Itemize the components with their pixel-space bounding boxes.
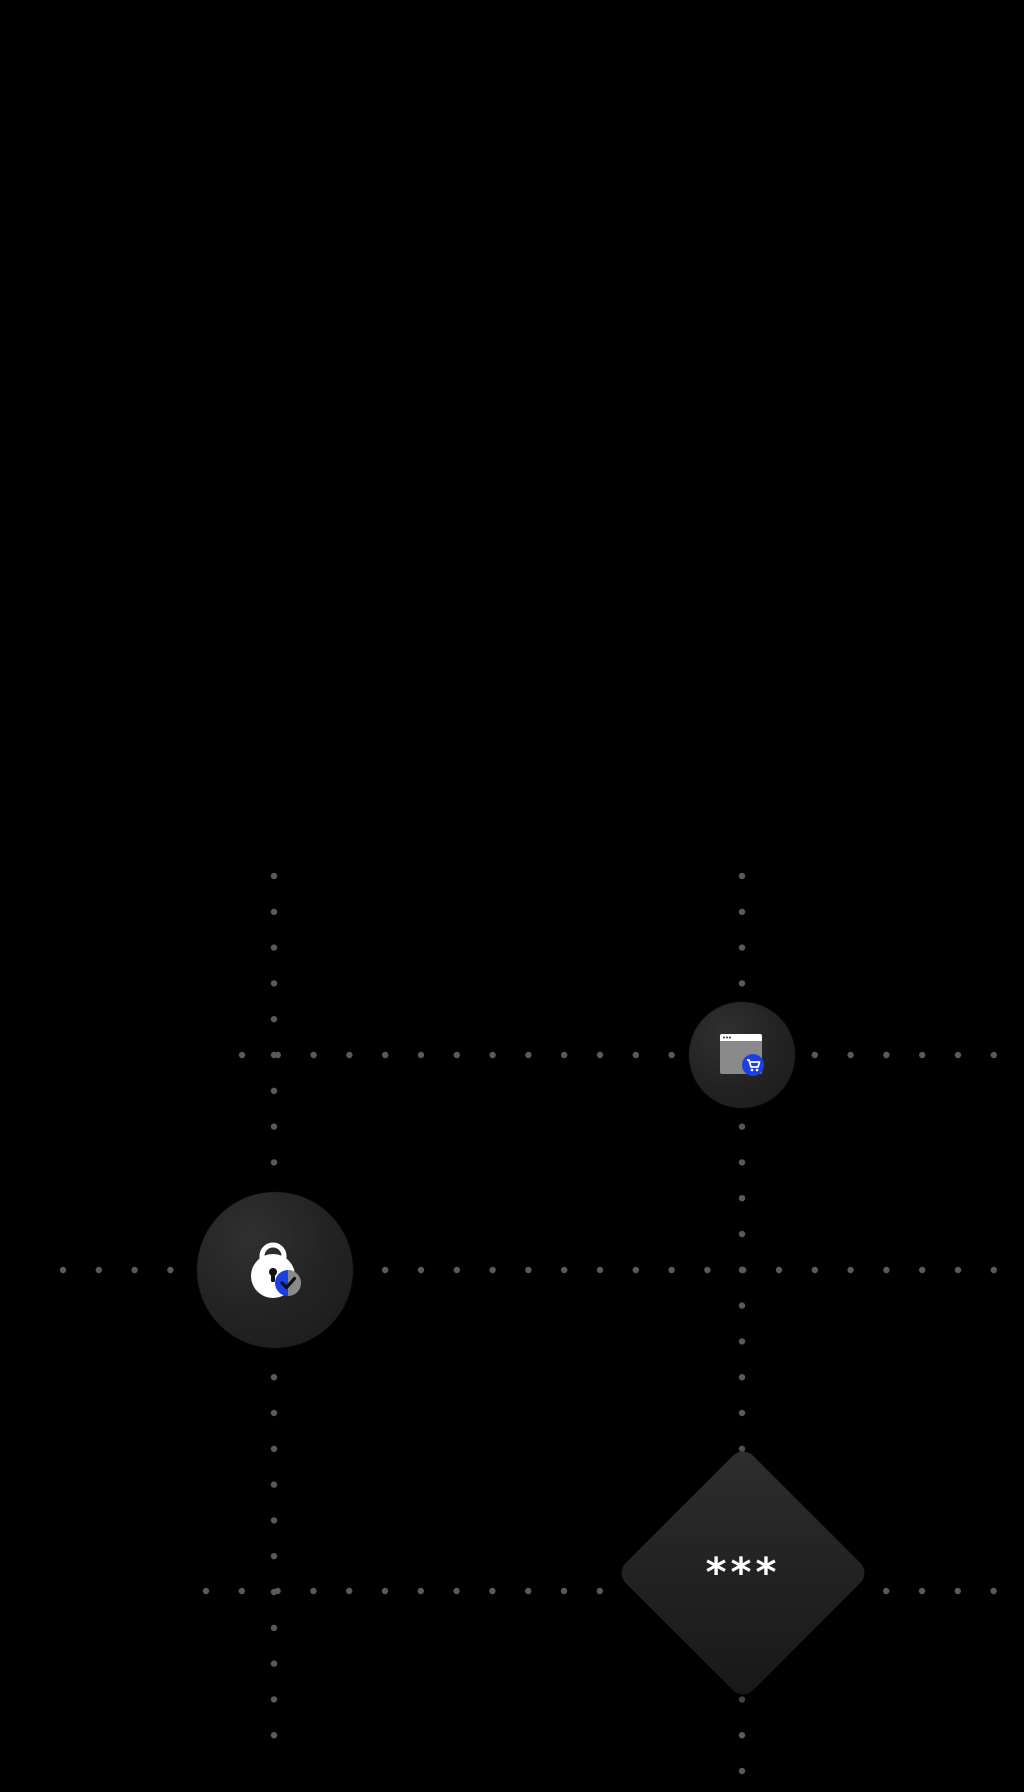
password-asterisks-icon: *** (705, 1550, 781, 1596)
grid-dot (270, 1087, 278, 1095)
grid-dot (596, 1587, 603, 1595)
grid-dot (453, 1266, 460, 1274)
grid-dot (811, 1051, 818, 1059)
grid-dot (131, 1266, 138, 1274)
grid-dot (489, 1051, 496, 1059)
grid-dot (738, 1230, 746, 1238)
grid-dot (738, 1767, 746, 1775)
grid-dot (270, 1588, 278, 1596)
grid-dot (525, 1587, 532, 1595)
grid-dot (632, 1266, 639, 1274)
grid-dot (238, 1051, 246, 1059)
grid-dot (346, 1587, 353, 1595)
grid-dot (310, 1587, 317, 1595)
grid-dot (738, 908, 746, 915)
grid-dot (775, 1266, 783, 1274)
grid-dot (883, 1051, 890, 1059)
grid-dot (270, 1409, 278, 1417)
grid-dot (811, 1266, 818, 1274)
grid-dot (668, 1266, 675, 1274)
padlock-check-icon (251, 1242, 301, 1298)
grid-dot (381, 1587, 389, 1595)
grid-dot (346, 1051, 353, 1059)
grid-dot (453, 1587, 460, 1595)
grid-dot (238, 1587, 245, 1595)
grid-dot (167, 1266, 174, 1274)
grid-dot (704, 1266, 711, 1274)
grid-dot (270, 1481, 278, 1488)
grid-dot (596, 1051, 604, 1059)
grid-dot (847, 1051, 854, 1059)
grid-dot (738, 1696, 746, 1703)
grid-dot (310, 1051, 317, 1059)
grid-dot (738, 1123, 746, 1130)
grid-dot (596, 1266, 604, 1274)
grid-dot (270, 1660, 278, 1667)
grid-dot (59, 1266, 67, 1274)
grid-dot (417, 1266, 425, 1274)
grid-dot (202, 1587, 210, 1595)
grid-dot (918, 1587, 926, 1595)
grid-dot (883, 1587, 890, 1595)
grid-dot (738, 1302, 746, 1309)
grid-dot (270, 1553, 278, 1560)
grid-dot (270, 1374, 278, 1381)
grid-dot (990, 1587, 997, 1595)
grid-dot (270, 1517, 278, 1524)
grid-dot (270, 980, 278, 987)
grid-dot (270, 1732, 278, 1739)
grid-dot (738, 872, 746, 880)
grid-dot (738, 1195, 746, 1202)
grid-dot (738, 1159, 746, 1166)
grid-dot (738, 1338, 746, 1345)
grid-dot (738, 1374, 746, 1381)
password-node[interactable]: *** (615, 1445, 871, 1701)
grid-dot (560, 1587, 568, 1595)
grid-dot (847, 1266, 854, 1274)
cart-window-node[interactable] (689, 1002, 795, 1108)
grid-dot (738, 944, 746, 951)
grid-dot (561, 1266, 568, 1274)
grid-dot (990, 1051, 997, 1059)
grid-dot (525, 1266, 532, 1274)
grid-dot (95, 1266, 103, 1274)
grid-dot (270, 1159, 278, 1166)
grid-dot (453, 1051, 460, 1059)
browser-cart-icon (720, 1034, 764, 1076)
grid-dot (561, 1051, 568, 1059)
grid-dot (270, 872, 278, 880)
grid-dot (489, 1266, 496, 1274)
grid-dot (954, 1266, 962, 1274)
grid-dot (270, 1016, 278, 1023)
grid-dot (883, 1266, 890, 1274)
grid-dot (990, 1266, 997, 1274)
grid-dot (270, 1051, 278, 1059)
grid-dot (738, 980, 746, 987)
secure-lock-node[interactable] (197, 1192, 353, 1348)
grid-dot (954, 1587, 961, 1595)
grid-dot (270, 1445, 278, 1453)
grid-dot (525, 1051, 532, 1059)
grid-dot (270, 1696, 278, 1703)
grid-dot (270, 1123, 278, 1130)
grid-dot (738, 1409, 746, 1417)
grid-dot (919, 1051, 926, 1059)
grid-dot (954, 1051, 962, 1059)
grid-dot (270, 1624, 278, 1632)
grid-dot (417, 1587, 424, 1595)
grid-dot (632, 1051, 639, 1059)
grid-dot (668, 1051, 675, 1059)
grid-dot (919, 1266, 926, 1274)
grid-dot (382, 1051, 389, 1059)
grid-dot (270, 908, 278, 915)
grid-dot (489, 1587, 496, 1595)
grid-dot (738, 1732, 746, 1739)
grid-dot (417, 1051, 425, 1059)
grid-dot (382, 1266, 389, 1274)
grid-dot (738, 1266, 746, 1274)
grid-dot (270, 944, 278, 951)
